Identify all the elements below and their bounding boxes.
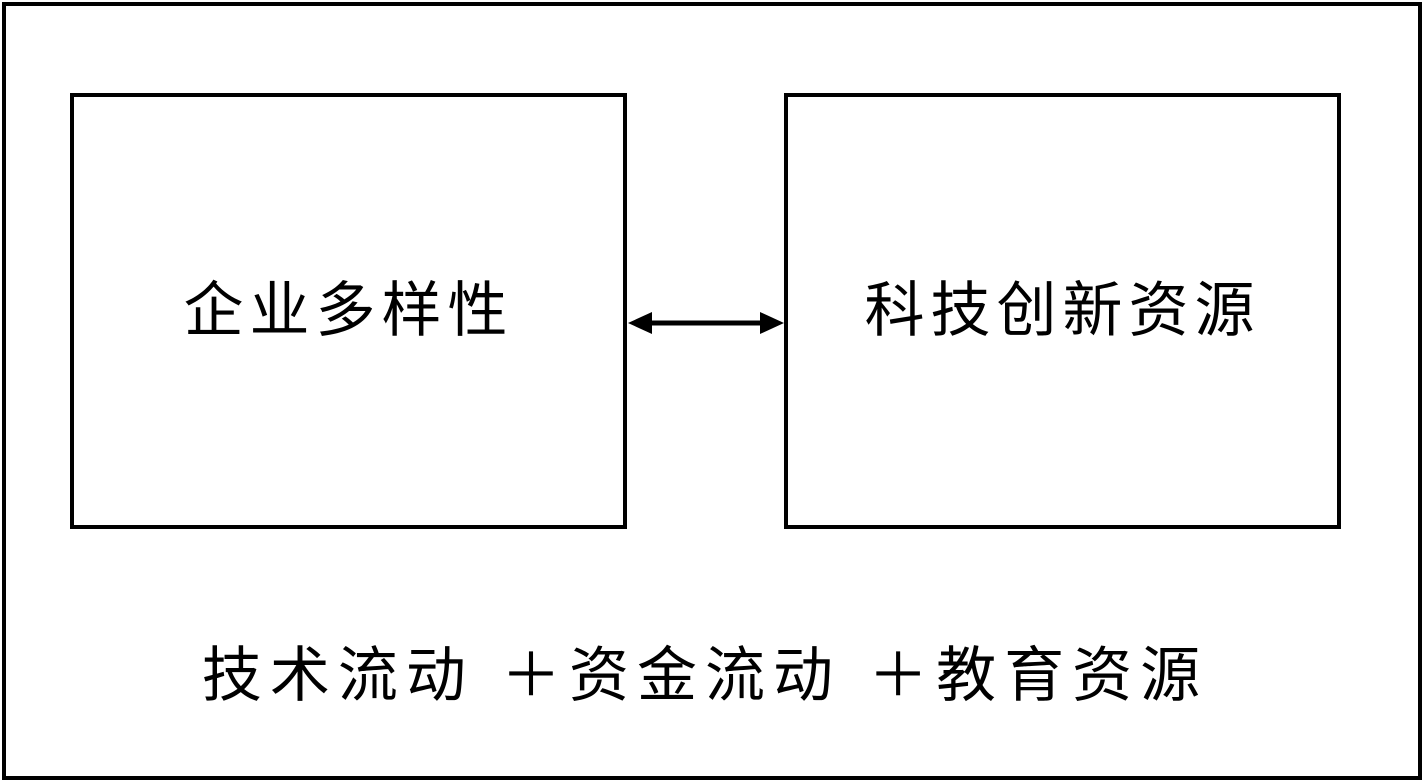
enterprise-diversity-label: 企业多样性: [183, 275, 514, 346]
bidirectional-arrow: [628, 312, 784, 334]
arrow-head-left: [628, 312, 652, 334]
arrow-head-right: [760, 312, 784, 334]
tech-innovation-resources-label: 科技创新资源: [864, 275, 1261, 346]
enterprise-diversity-box: 企业多样性: [70, 93, 627, 529]
resource-flow-caption: 技术流动 ＋资金流动 ＋教育资源: [201, 641, 1209, 711]
tech-innovation-resources-box: 科技创新资源: [784, 93, 1341, 529]
